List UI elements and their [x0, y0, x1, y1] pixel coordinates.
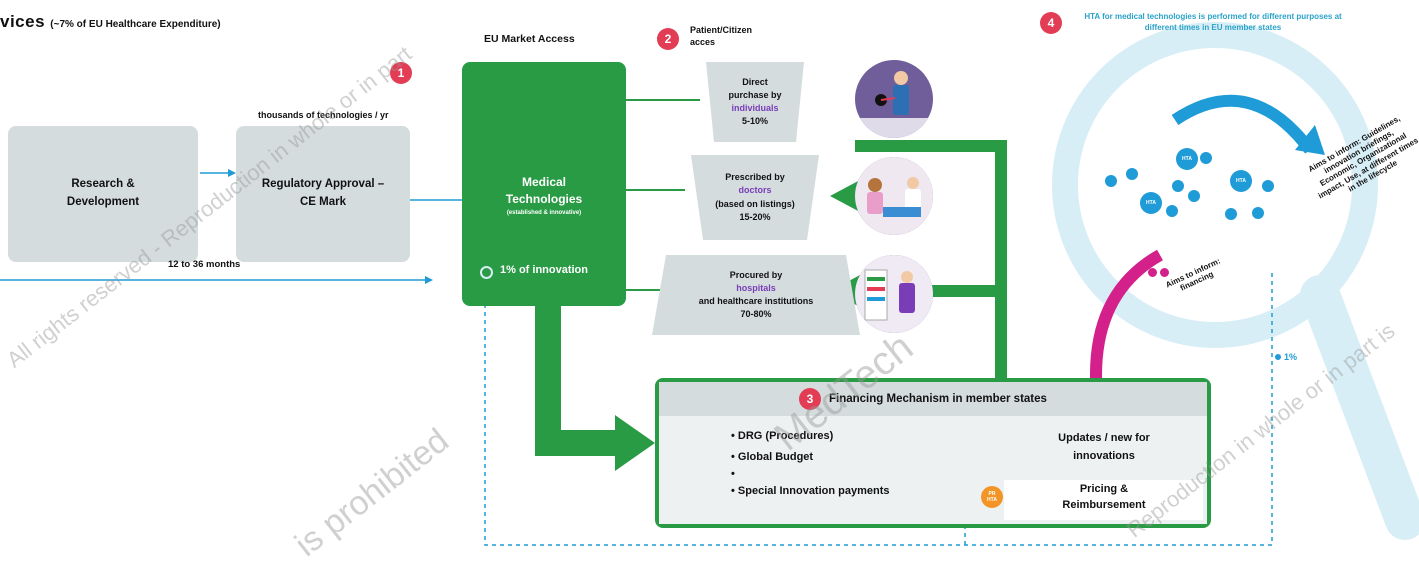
one-percent-dot — [1275, 354, 1281, 360]
hta-bubble: HTA — [1176, 148, 1198, 170]
channel-prescribed-who: doctors — [738, 185, 772, 196]
pricing-label: Pricing & Reimbursement — [1062, 483, 1146, 511]
thousands-label: thousands of technologies / yr — [258, 110, 389, 120]
channel-direct-pre: Direct purchase by — [728, 76, 782, 100]
channel-prescribed-post: (based on listings) — [715, 198, 795, 209]
title-subtitle: (~7% of EU Healthcare Expenditure) — [50, 19, 221, 30]
market-access-header: EU Market Access — [484, 33, 575, 45]
financing-item: • Special Innovation payments — [731, 484, 890, 497]
financing-item: • DRG (Procedures) — [731, 430, 834, 442]
step-2-badge: 2 — [657, 28, 679, 50]
step-1-badge: 1 — [390, 62, 412, 84]
individual-illustration — [855, 60, 933, 138]
innovation-dot — [480, 266, 493, 279]
research-development-label: Research & Development — [66, 178, 140, 208]
patient-access-header: Patient/Citizen acces — [690, 25, 753, 47]
doctor-illustration — [855, 157, 933, 235]
pr-hta-badge: PR HTA — [981, 486, 1003, 508]
medical-technologies-sub: (established & innovative) — [506, 210, 582, 216]
regulatory-approval-label: Regulatory Approval – CE Mark — [261, 178, 385, 208]
page-title: vices (~7% of EU Healthcare Expenditure) — [0, 12, 221, 32]
hta-bubble — [1172, 180, 1184, 192]
hta-bubble — [1225, 208, 1237, 220]
channel-prescribed-pct: 15-20% — [739, 211, 771, 222]
timeline-label: 12 to 36 months — [168, 259, 241, 270]
hta-bubble — [1262, 180, 1274, 192]
hta-bubble: HTA — [1140, 192, 1162, 214]
step-3-badge: 3 — [799, 388, 821, 410]
updates-label: Updates / new for innovations — [1058, 432, 1150, 462]
hta-bubble — [1166, 205, 1178, 217]
financing-items: • DRG (Procedures) • Global Budget • • S… — [731, 426, 890, 502]
hta-bubble — [1126, 168, 1138, 180]
medical-technologies-title: Medical Technologies — [505, 175, 583, 206]
blue-curved-arrow — [1171, 94, 1315, 154]
channel-procured-post: and healthcare institutions — [698, 296, 814, 306]
channel-direct-who: individuals — [731, 103, 779, 113]
step-4-badge: 4 — [1040, 12, 1062, 34]
channel-direct-pct: 5-10% — [741, 116, 768, 127]
magnifier-handle — [1300, 275, 1419, 540]
channel-prescribed: Prescribed by doctors (based on listings… — [685, 155, 825, 240]
hta-bubble: HTA — [1230, 170, 1252, 192]
channel-procured-pre: Procured by — [729, 269, 783, 280]
hta-bubble — [1188, 190, 1200, 202]
regulatory-approval-box: Regulatory Approval – CE Mark — [236, 126, 410, 262]
hta-description: HTA for medical technologies is performe… — [1084, 12, 1342, 32]
hta-bubble — [1252, 207, 1264, 219]
research-development-box: Research & Development — [8, 126, 198, 262]
financing-header: 3 Financing Mechanism in member states — [659, 382, 1207, 416]
medical-technologies-box: Medical Technologies (established & inno… — [462, 62, 626, 306]
channel-direct-purchase: Direct purchase by individuals 5-10% — [700, 62, 810, 142]
financing-mechanism-box: 3 Financing Mechanism in member states •… — [655, 378, 1211, 528]
hta-bubble — [1200, 152, 1212, 164]
hospital-illustration — [855, 255, 933, 333]
financing-bubble — [1148, 268, 1157, 277]
channel-procured-pct: 70-80% — [740, 309, 772, 320]
title-main: vices — [0, 12, 46, 31]
financing-bubble — [1160, 268, 1169, 277]
financing-item: • — [731, 467, 735, 480]
channel-procured-who: hospitals — [736, 282, 776, 293]
pricing-box — [1004, 480, 1203, 520]
magnifier-lens — [1052, 22, 1378, 348]
innovation-label: 1% of innovation — [500, 264, 588, 276]
financing-item: • Global Budget — [731, 450, 814, 463]
financing-title: Financing Mechanism in member states — [829, 393, 1047, 405]
hta-bubble — [1105, 175, 1117, 187]
channel-procured: Procured by hospitals and healthcare ins… — [652, 255, 860, 335]
channel-prescribed-pre: Prescribed by — [725, 172, 785, 183]
hta-one-percent: 1% — [1275, 352, 1297, 362]
one-percent-label: 1% — [1284, 352, 1298, 362]
